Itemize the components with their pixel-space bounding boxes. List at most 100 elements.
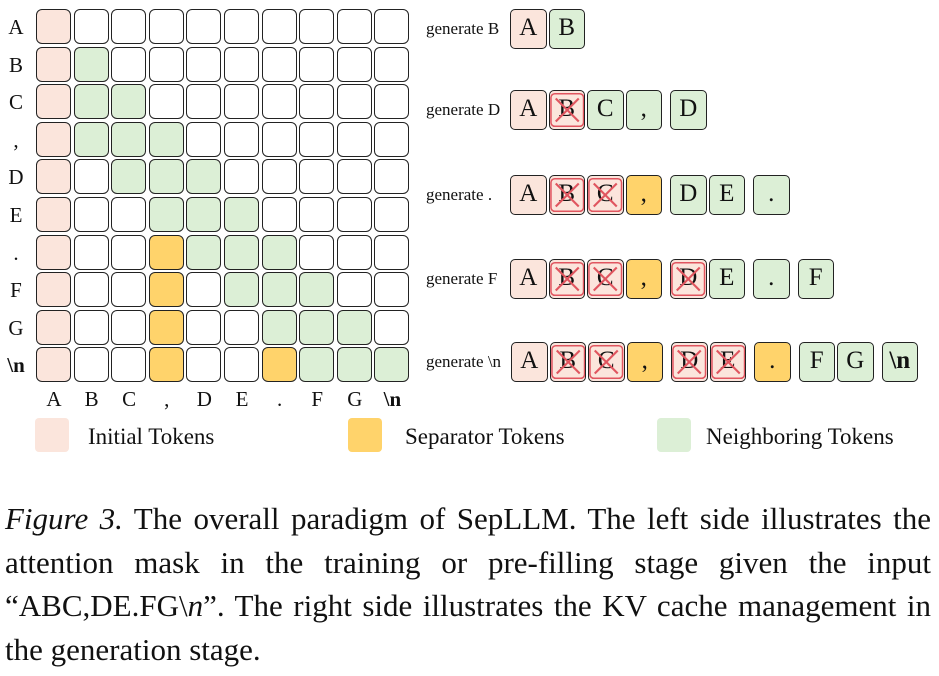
kv-cache-token: , (626, 342, 663, 382)
token-text: D (679, 95, 698, 122)
evicted-token: D (670, 259, 707, 299)
mask-cell (374, 46, 410, 82)
mask-cell (73, 347, 109, 383)
col-label: \n (383, 387, 402, 411)
mask-cell (186, 197, 222, 232)
token-text: B (558, 14, 576, 41)
token-text: F (809, 347, 824, 374)
token-text: , (641, 347, 648, 374)
mask-cell (261, 159, 297, 195)
mask-cell (111, 159, 147, 195)
mask-cell (299, 46, 335, 82)
mask-cell (224, 309, 259, 345)
mask-cell (148, 46, 184, 82)
kv-cache-token: B (548, 9, 585, 49)
mask-cell (374, 84, 410, 120)
legend-separator-swatch (348, 418, 382, 452)
mask-cell (186, 84, 222, 120)
mask-cell (148, 272, 184, 308)
token-text: A (519, 14, 538, 41)
legend-initial-swatch (35, 418, 69, 452)
token-text: A (519, 264, 538, 291)
kv-cache-token: C (587, 90, 624, 130)
mask-cell (36, 9, 71, 44)
mask-cell (111, 84, 147, 120)
figure-label: Figure 3. (5, 501, 123, 536)
mask-cell (224, 84, 259, 120)
legend-separator-label: Separator Tokens (405, 424, 565, 449)
token-text: B (558, 264, 576, 291)
col-label: E (235, 387, 249, 411)
mask-cell (299, 197, 335, 232)
mask-cell (336, 234, 372, 270)
mask-cell (186, 46, 222, 82)
mask-cell (36, 309, 71, 345)
caption-math-n: n (187, 588, 204, 623)
row-label: G (8, 315, 24, 340)
mask-cell (73, 309, 109, 345)
kv-cache-token: G (837, 342, 874, 382)
mask-cell (111, 9, 147, 44)
token-text: . (769, 347, 776, 374)
evicted-token: C (587, 175, 624, 215)
mask-cell (148, 197, 184, 232)
mask-cell (224, 197, 259, 232)
legend-neighboring-label: Neighboring Tokens (706, 424, 894, 449)
mask-cell (148, 84, 184, 120)
evicted-token: B (548, 259, 585, 299)
token-text: \n (889, 347, 911, 374)
mask-cell (111, 234, 147, 270)
token-text: C (596, 95, 614, 122)
mask-cell (36, 197, 71, 232)
evicted-token: B (549, 342, 586, 382)
mask-cell (374, 309, 410, 345)
mask-cell (336, 272, 372, 308)
col-label: B (84, 387, 99, 411)
token-text: D (680, 347, 699, 374)
token-text: A (519, 180, 538, 207)
kv-cache-token: E (708, 175, 745, 215)
generate-step-label: generate D (426, 100, 501, 119)
mask-cell (36, 234, 71, 270)
mask-cell (73, 159, 109, 195)
mask-cell (374, 159, 410, 195)
mask-cell (374, 9, 410, 44)
col-label: , (164, 387, 170, 411)
generate-step-label: generate B (426, 19, 500, 38)
kv-cache-token: . (753, 175, 790, 215)
row-label: F (10, 278, 22, 303)
mask-cell (299, 347, 335, 383)
mask-cell (186, 121, 222, 157)
mask-cell (73, 46, 109, 82)
mask-cell (186, 159, 222, 195)
token-text: C (597, 347, 615, 374)
kv-cache-token: F (797, 259, 834, 299)
kv-cache-token: F (798, 342, 835, 382)
generate-step-label: generate F (426, 269, 498, 288)
mask-cell (36, 272, 71, 308)
kv-cache-token: , (625, 175, 662, 215)
mask-cell (374, 272, 410, 308)
mask-cell (73, 9, 109, 44)
mask-cell (73, 84, 109, 120)
mask-cell (224, 159, 259, 195)
kv-cache-token: \n (881, 342, 918, 382)
col-label: A (46, 387, 62, 411)
mask-cell (148, 159, 184, 195)
token-text: B (558, 95, 576, 122)
mask-cell (186, 234, 222, 270)
token-text: D (679, 180, 698, 207)
mask-cell (36, 347, 71, 383)
mask-cell (224, 347, 259, 383)
mask-cell (261, 46, 297, 82)
mask-cell (224, 121, 259, 157)
legend-initial-label: Initial Tokens (88, 424, 215, 449)
token-text: . (768, 264, 775, 291)
legend-neighboring-swatch (657, 418, 691, 452)
mask-cell (261, 9, 297, 44)
mask-cell (261, 197, 297, 232)
mask-cell (73, 121, 109, 157)
token-text: E (719, 180, 735, 207)
row-label: . (13, 240, 19, 265)
mask-cell (299, 84, 335, 120)
